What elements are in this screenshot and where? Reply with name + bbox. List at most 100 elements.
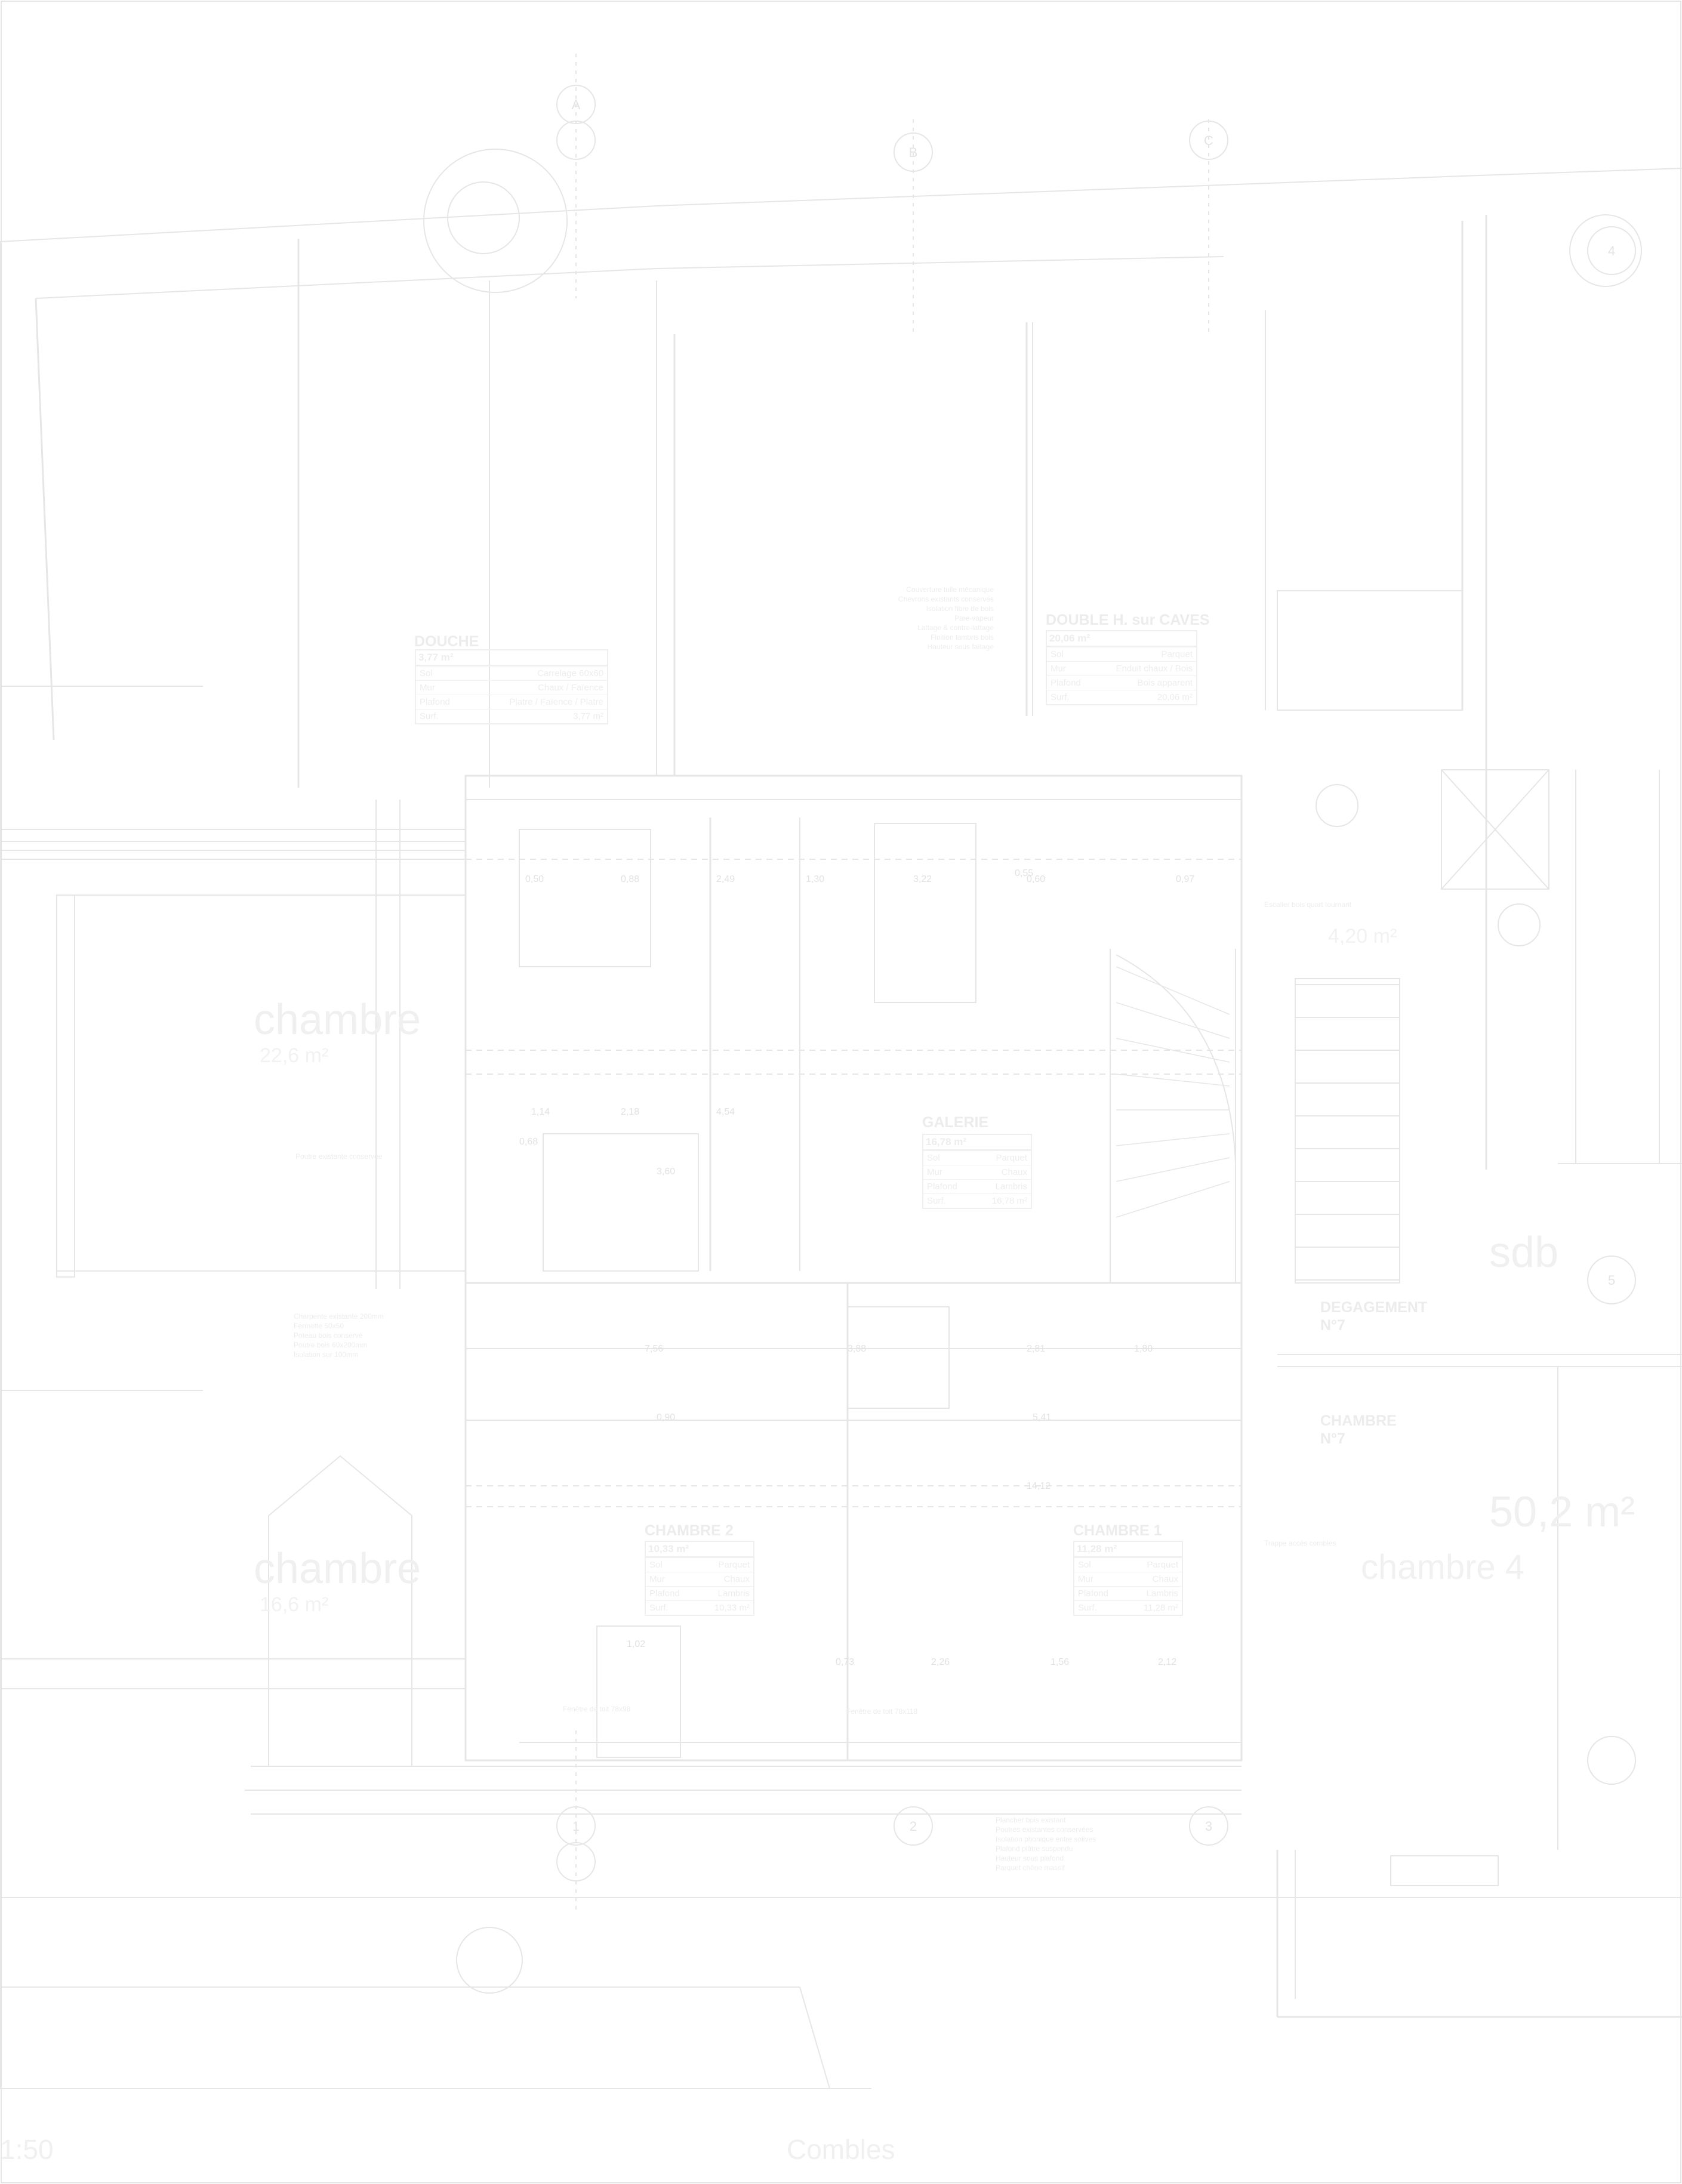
room-label-galerie: GALERIE bbox=[922, 1114, 989, 1131]
grid-tag: B bbox=[909, 145, 918, 160]
room-label-degagement-number: N°7 bbox=[1320, 1317, 1345, 1334]
finish-table-cell: Surf. bbox=[1078, 1603, 1097, 1613]
ghost-label-area-left-bottom: 16,6 m² bbox=[260, 1593, 329, 1616]
dimension-text: 14,12 bbox=[1027, 1481, 1051, 1491]
dimension-text: 1,30 bbox=[806, 874, 824, 884]
note-line: Poutres existantes conservées bbox=[996, 1825, 1093, 1834]
dimension-text: 1,02 bbox=[627, 1639, 645, 1649]
note-line: Plancher bois existant bbox=[996, 1816, 1066, 1824]
level-label: Combles bbox=[787, 2134, 895, 2165]
ghost-label-sdb-right: sdb bbox=[1489, 1229, 1559, 1276]
plan-rect bbox=[56, 894, 75, 1278]
note-line: Fermette 50x50 bbox=[294, 1322, 344, 1330]
grid-tag: A bbox=[572, 97, 581, 112]
dimension-text: 0,73 bbox=[836, 1657, 854, 1667]
shaft-rect-2 bbox=[543, 1133, 699, 1272]
note-line: Isolation fibre de bois bbox=[926, 604, 994, 613]
note-line: Isolation sur 100mm bbox=[294, 1350, 359, 1359]
note-line: Poteau bois conservé bbox=[294, 1331, 363, 1340]
finish-table-cell: Mur bbox=[927, 1167, 942, 1177]
ghost-label-sdb-right-area: 4,20 m² bbox=[1328, 925, 1397, 948]
wc-symbol bbox=[1316, 784, 1358, 827]
spiral-stair-tread bbox=[1116, 1181, 1230, 1218]
finish-table-cell: Chaux bbox=[723, 1574, 750, 1584]
finish-table-cell: 10,33 m² bbox=[714, 1603, 750, 1613]
shower-tray bbox=[1441, 769, 1549, 890]
grid-tag: 1 bbox=[572, 1819, 580, 1834]
dimension-text: 2,49 bbox=[716, 874, 735, 884]
note-line: Hauteur sous faîtage bbox=[927, 643, 994, 651]
room-label-double-h: DOUBLE H. sur CAVES bbox=[1046, 612, 1210, 628]
spiral-stair-tread bbox=[1116, 1157, 1230, 1182]
basin-symbol bbox=[1498, 903, 1541, 946]
grid-tag: C bbox=[1204, 133, 1213, 148]
finish-table-cell: Mur bbox=[420, 683, 435, 693]
grid-tag: 5 bbox=[1608, 1273, 1615, 1288]
poutre-note: Poutre existante conservée bbox=[295, 1152, 383, 1161]
finish-table-cell: Surf. bbox=[927, 1196, 946, 1206]
dimension-text: 0,55 bbox=[1015, 868, 1033, 878]
note-line: Charpente existante 200mm bbox=[294, 1312, 384, 1321]
finish-table-cell: Plafond bbox=[1078, 1588, 1108, 1599]
finish-table-cell: Enduit chaux / Bois bbox=[1116, 664, 1193, 674]
finish-table-cell: Sol bbox=[649, 1560, 663, 1570]
grid-bubble bbox=[1587, 1736, 1636, 1785]
finish-table-cell: Plafond bbox=[649, 1588, 680, 1599]
dimension-text: 5,41 bbox=[1033, 1412, 1051, 1423]
note-line: Parquet chêne massif bbox=[996, 1864, 1065, 1872]
velux-rect-2 bbox=[596, 1625, 681, 1758]
finish-table-cell: 20,06 m² bbox=[1157, 692, 1193, 702]
finish-table-chambre-2-head: 10,33 m² bbox=[646, 1542, 753, 1557]
grid-tag: 3 bbox=[1205, 1819, 1212, 1834]
finish-table-row: Surf.3,77 m² bbox=[416, 709, 607, 723]
wall-left-inner bbox=[35, 298, 55, 741]
dimension-text: 0,90 bbox=[657, 1412, 675, 1423]
grid-bubble bbox=[1189, 1806, 1228, 1846]
dimension-text: 2,18 bbox=[621, 1107, 639, 1117]
note-line: Poutre bois 60x200mm bbox=[294, 1341, 368, 1349]
room-label-douche: DOUCHE bbox=[414, 633, 479, 650]
dimension-text: 0,68 bbox=[519, 1137, 538, 1147]
finish-table-row: Surf.11,28 m² bbox=[1074, 1600, 1182, 1615]
grid-tag: 4 bbox=[1608, 243, 1615, 258]
finish-table-cell: Chaux bbox=[1152, 1574, 1178, 1584]
grid-bubble bbox=[1587, 226, 1636, 275]
velux-rect-1 bbox=[874, 823, 976, 1003]
note-line: Chevrons existants conservés bbox=[898, 595, 994, 603]
bottom-left-gable bbox=[268, 1455, 412, 1767]
scale-bar bbox=[1390, 1855, 1499, 1886]
finish-table-cell: Platre / Faïence / Platre bbox=[509, 697, 603, 707]
ghost-label-chambre-left-top: chambre bbox=[254, 996, 421, 1044]
room-label-chambre-7-number: N°7 bbox=[1320, 1430, 1345, 1447]
dimension-text: 4,54 bbox=[716, 1107, 735, 1117]
scale-label: 1:50 bbox=[0, 2134, 54, 2165]
finish-table-douche-head: 3,77 m² bbox=[416, 650, 607, 666]
hall-rect bbox=[847, 1306, 950, 1409]
finish-table-row: Surf.10,33 m² bbox=[646, 1600, 753, 1615]
finish-table-row: Surf. 20,06 m² bbox=[1047, 690, 1196, 704]
finish-table-cell: Surf. bbox=[1051, 692, 1070, 702]
spiral-stair-tread bbox=[1116, 1038, 1230, 1063]
finish-table-chambre-1-head: 11,28 m² bbox=[1074, 1542, 1182, 1557]
dimension-text: 1,56 bbox=[1051, 1657, 1069, 1667]
grid-bubble bbox=[894, 1806, 933, 1846]
note-line: Hauteur sous plafond bbox=[996, 1854, 1064, 1862]
